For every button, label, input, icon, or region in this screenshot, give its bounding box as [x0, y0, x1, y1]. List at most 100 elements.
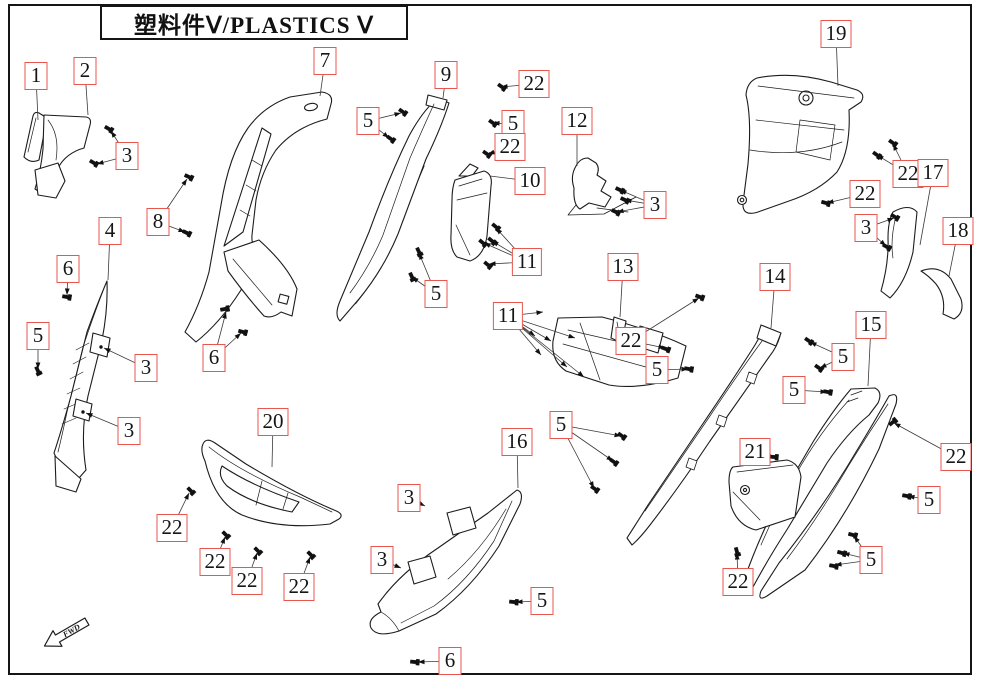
callout-15-34: 15 [855, 311, 887, 339]
callout-3-25: 3 [854, 214, 878, 242]
screw-icon [881, 242, 893, 252]
screw-icon [660, 345, 672, 354]
screw-icon [871, 150, 883, 161]
fwd-arrow: FWD [43, 617, 90, 647]
leader-arrowhead [35, 362, 41, 369]
callout-5-38: 5 [859, 546, 883, 574]
part-16-drawing [369, 489, 523, 635]
title-box: 塑料件Ⅴ/PLASTICS Ⅴ [100, 5, 408, 40]
callout-3-9: 3 [134, 354, 158, 382]
callout-6-45: 6 [438, 647, 462, 675]
callout-16-40: 16 [501, 428, 533, 456]
screw-icon [219, 305, 231, 312]
callout-14-31: 14 [759, 263, 791, 291]
callout-10-16: 10 [514, 167, 546, 195]
callout-2-1: 2 [73, 57, 97, 85]
callout-20-46: 20 [257, 408, 289, 436]
callout-5-20: 5 [424, 280, 448, 308]
callout-8-4: 8 [146, 208, 170, 236]
screw-icon [491, 222, 502, 233]
callout-5-33: 5 [782, 376, 806, 404]
callout-11-17: 11 [511, 248, 543, 276]
callout-3-19: 3 [643, 191, 667, 219]
callout-5-14: 5 [501, 110, 525, 138]
callout-5-44: 5 [530, 587, 554, 615]
screw-icon [813, 363, 825, 374]
leader-arrowhead [560, 360, 567, 367]
leader-arrowhead [894, 423, 901, 429]
screw-icon [397, 107, 409, 118]
screw-icon [888, 416, 899, 427]
screw-icon [619, 196, 631, 205]
screw-icon [733, 546, 742, 558]
callout-18-26: 18 [942, 217, 974, 245]
leader-arrowhead [86, 413, 93, 418]
screw-icon [820, 199, 832, 208]
leader-arrowhead [220, 537, 225, 544]
screw-icon [828, 563, 840, 570]
screw-icon [88, 158, 100, 168]
callout-19-21: 19 [820, 20, 852, 48]
screw-icon [610, 208, 622, 217]
callout-22-15: 22 [494, 133, 526, 161]
screw-icon [614, 186, 626, 195]
callout-13-27: 13 [607, 253, 639, 281]
screw-icon [847, 531, 859, 540]
callout-7-3: 7 [313, 47, 337, 75]
leader-arrowhead [222, 312, 227, 319]
screw-icon [889, 212, 901, 222]
screw-icon [478, 238, 489, 249]
callout-9-11: 9 [434, 61, 458, 89]
callout-12-18: 12 [561, 107, 593, 135]
part-1-drawing [23, 111, 48, 163]
screw-icon [822, 389, 834, 396]
leader-arrowhead [534, 348, 541, 355]
part-20-drawing [201, 439, 342, 527]
rivet-icon [99, 345, 103, 349]
screw-icon [487, 236, 498, 247]
callout-3-43: 3 [370, 546, 394, 574]
screw-icon [410, 658, 420, 666]
callout-22-49: 22 [231, 567, 263, 595]
part-14-drawing [626, 324, 782, 546]
leader-arrowhead [577, 371, 584, 377]
leader-arrowhead [64, 288, 70, 295]
part-4-drawing [53, 280, 111, 493]
part-18-drawing [920, 268, 963, 320]
screw-icon [408, 271, 417, 283]
screw-icon [509, 598, 519, 606]
leader-arrowhead [489, 261, 496, 267]
part-12-drawing [567, 157, 637, 216]
leader-lines-and-fasteners [34, 33, 959, 666]
part-7-drawing [184, 91, 333, 343]
callout-22-12: 22 [518, 70, 550, 98]
screw-icon [901, 493, 913, 500]
screw-icon [487, 118, 499, 129]
leader-arrowhead [305, 557, 311, 564]
part-2-drawing [34, 114, 92, 199]
callout-5-8: 5 [26, 322, 50, 350]
screw-icon [253, 546, 264, 557]
callout-21-35: 21 [739, 438, 771, 466]
callout-22-48: 22 [199, 548, 231, 576]
screw-icon [483, 260, 494, 271]
leader-arrowhead [184, 493, 189, 500]
callout-22-24: 22 [849, 180, 881, 208]
screw-icon [887, 138, 899, 149]
screw-icon [683, 366, 695, 373]
leader-arrowhead [568, 333, 575, 339]
screw-icon [183, 173, 195, 182]
part-19-drawing [736, 74, 864, 214]
screw-icon [803, 336, 815, 347]
screw-icon [34, 365, 43, 377]
screw-icon [608, 457, 620, 468]
part-9-drawing [336, 94, 450, 322]
leader-arrowhead [111, 131, 117, 138]
leader-arrowhead [234, 333, 241, 340]
screw-icon [694, 293, 706, 302]
callout-22-36: 22 [940, 443, 972, 471]
leader-arrowhead [544, 335, 551, 341]
leader-arrowhead [887, 217, 894, 223]
